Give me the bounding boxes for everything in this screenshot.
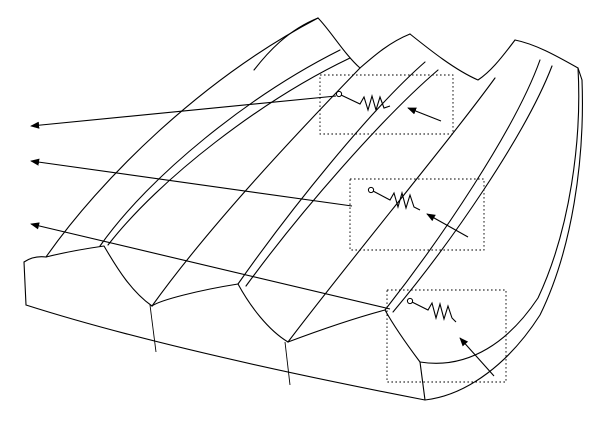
groove-1: [45, 17, 361, 307]
block-body: [23, 17, 583, 401]
groove-1-valley-right: [107, 57, 351, 246]
groove-1-right-flank: [151, 67, 361, 307]
pointer-arrow-3: [459, 337, 495, 377]
groove-3-front-profile: [384, 309, 421, 363]
spring-3: [406, 297, 457, 323]
spring-2-coil: [372, 190, 421, 211]
spring-2: [367, 186, 421, 211]
leader-arrow-1: [30, 95, 337, 129]
groove-2-valley-left: [237, 61, 426, 285]
groove-1-valley-left: [99, 49, 341, 247]
front-face-right-edge: [419, 361, 426, 401]
front-seam-2: [284, 341, 291, 386]
groove-2-left-rim: [151, 283, 239, 307]
groove-1-peak: [317, 17, 361, 69]
spring-3-terminal: [406, 297, 414, 305]
groove-2: [151, 33, 516, 343]
inset-box-3: [386, 289, 507, 383]
front-face-bottom-edge: [25, 304, 426, 401]
groove-2-peak-line: [359, 33, 411, 69]
right-face-outer-edge: [424, 79, 583, 401]
front-face-left-edge: [23, 261, 27, 306]
inset-box-2: [349, 178, 485, 251]
leader-arrow-2: [30, 158, 353, 207]
groove-3-valley-left: [384, 59, 541, 311]
leader-arrow-3: [30, 222, 391, 310]
spring-1-coil: [340, 93, 391, 112]
pointer-arrow-2: [426, 213, 469, 238]
groove-3-top: [514, 39, 579, 69]
groove-1-left-rim: [45, 17, 319, 258]
right-face-back-edge: [577, 67, 583, 81]
groove-3-valley-right: [392, 65, 553, 313]
right-face-top-edge: [419, 67, 580, 364]
inset-box-1: [319, 74, 454, 135]
groove-2-right-flank: [287, 77, 496, 343]
groove-2-top-right: [409, 33, 516, 81]
groove-1-front-profile: [45, 245, 153, 307]
spring-2-terminal: [367, 186, 375, 194]
front-seam-1: [149, 304, 157, 353]
groove-3: [287, 39, 579, 363]
spring-1: [335, 90, 391, 112]
back-top-edge: [253, 17, 319, 71]
spring-3-coil: [411, 301, 457, 323]
pointer-arrow-1: [407, 107, 442, 122]
groove-2-valley-right: [245, 69, 439, 287]
spring-1-terminal: [335, 90, 343, 98]
groove-3-left-rim: [287, 309, 386, 343]
groove-2-front-profile: [237, 283, 289, 343]
front-face-top-edge: [23, 256, 47, 263]
